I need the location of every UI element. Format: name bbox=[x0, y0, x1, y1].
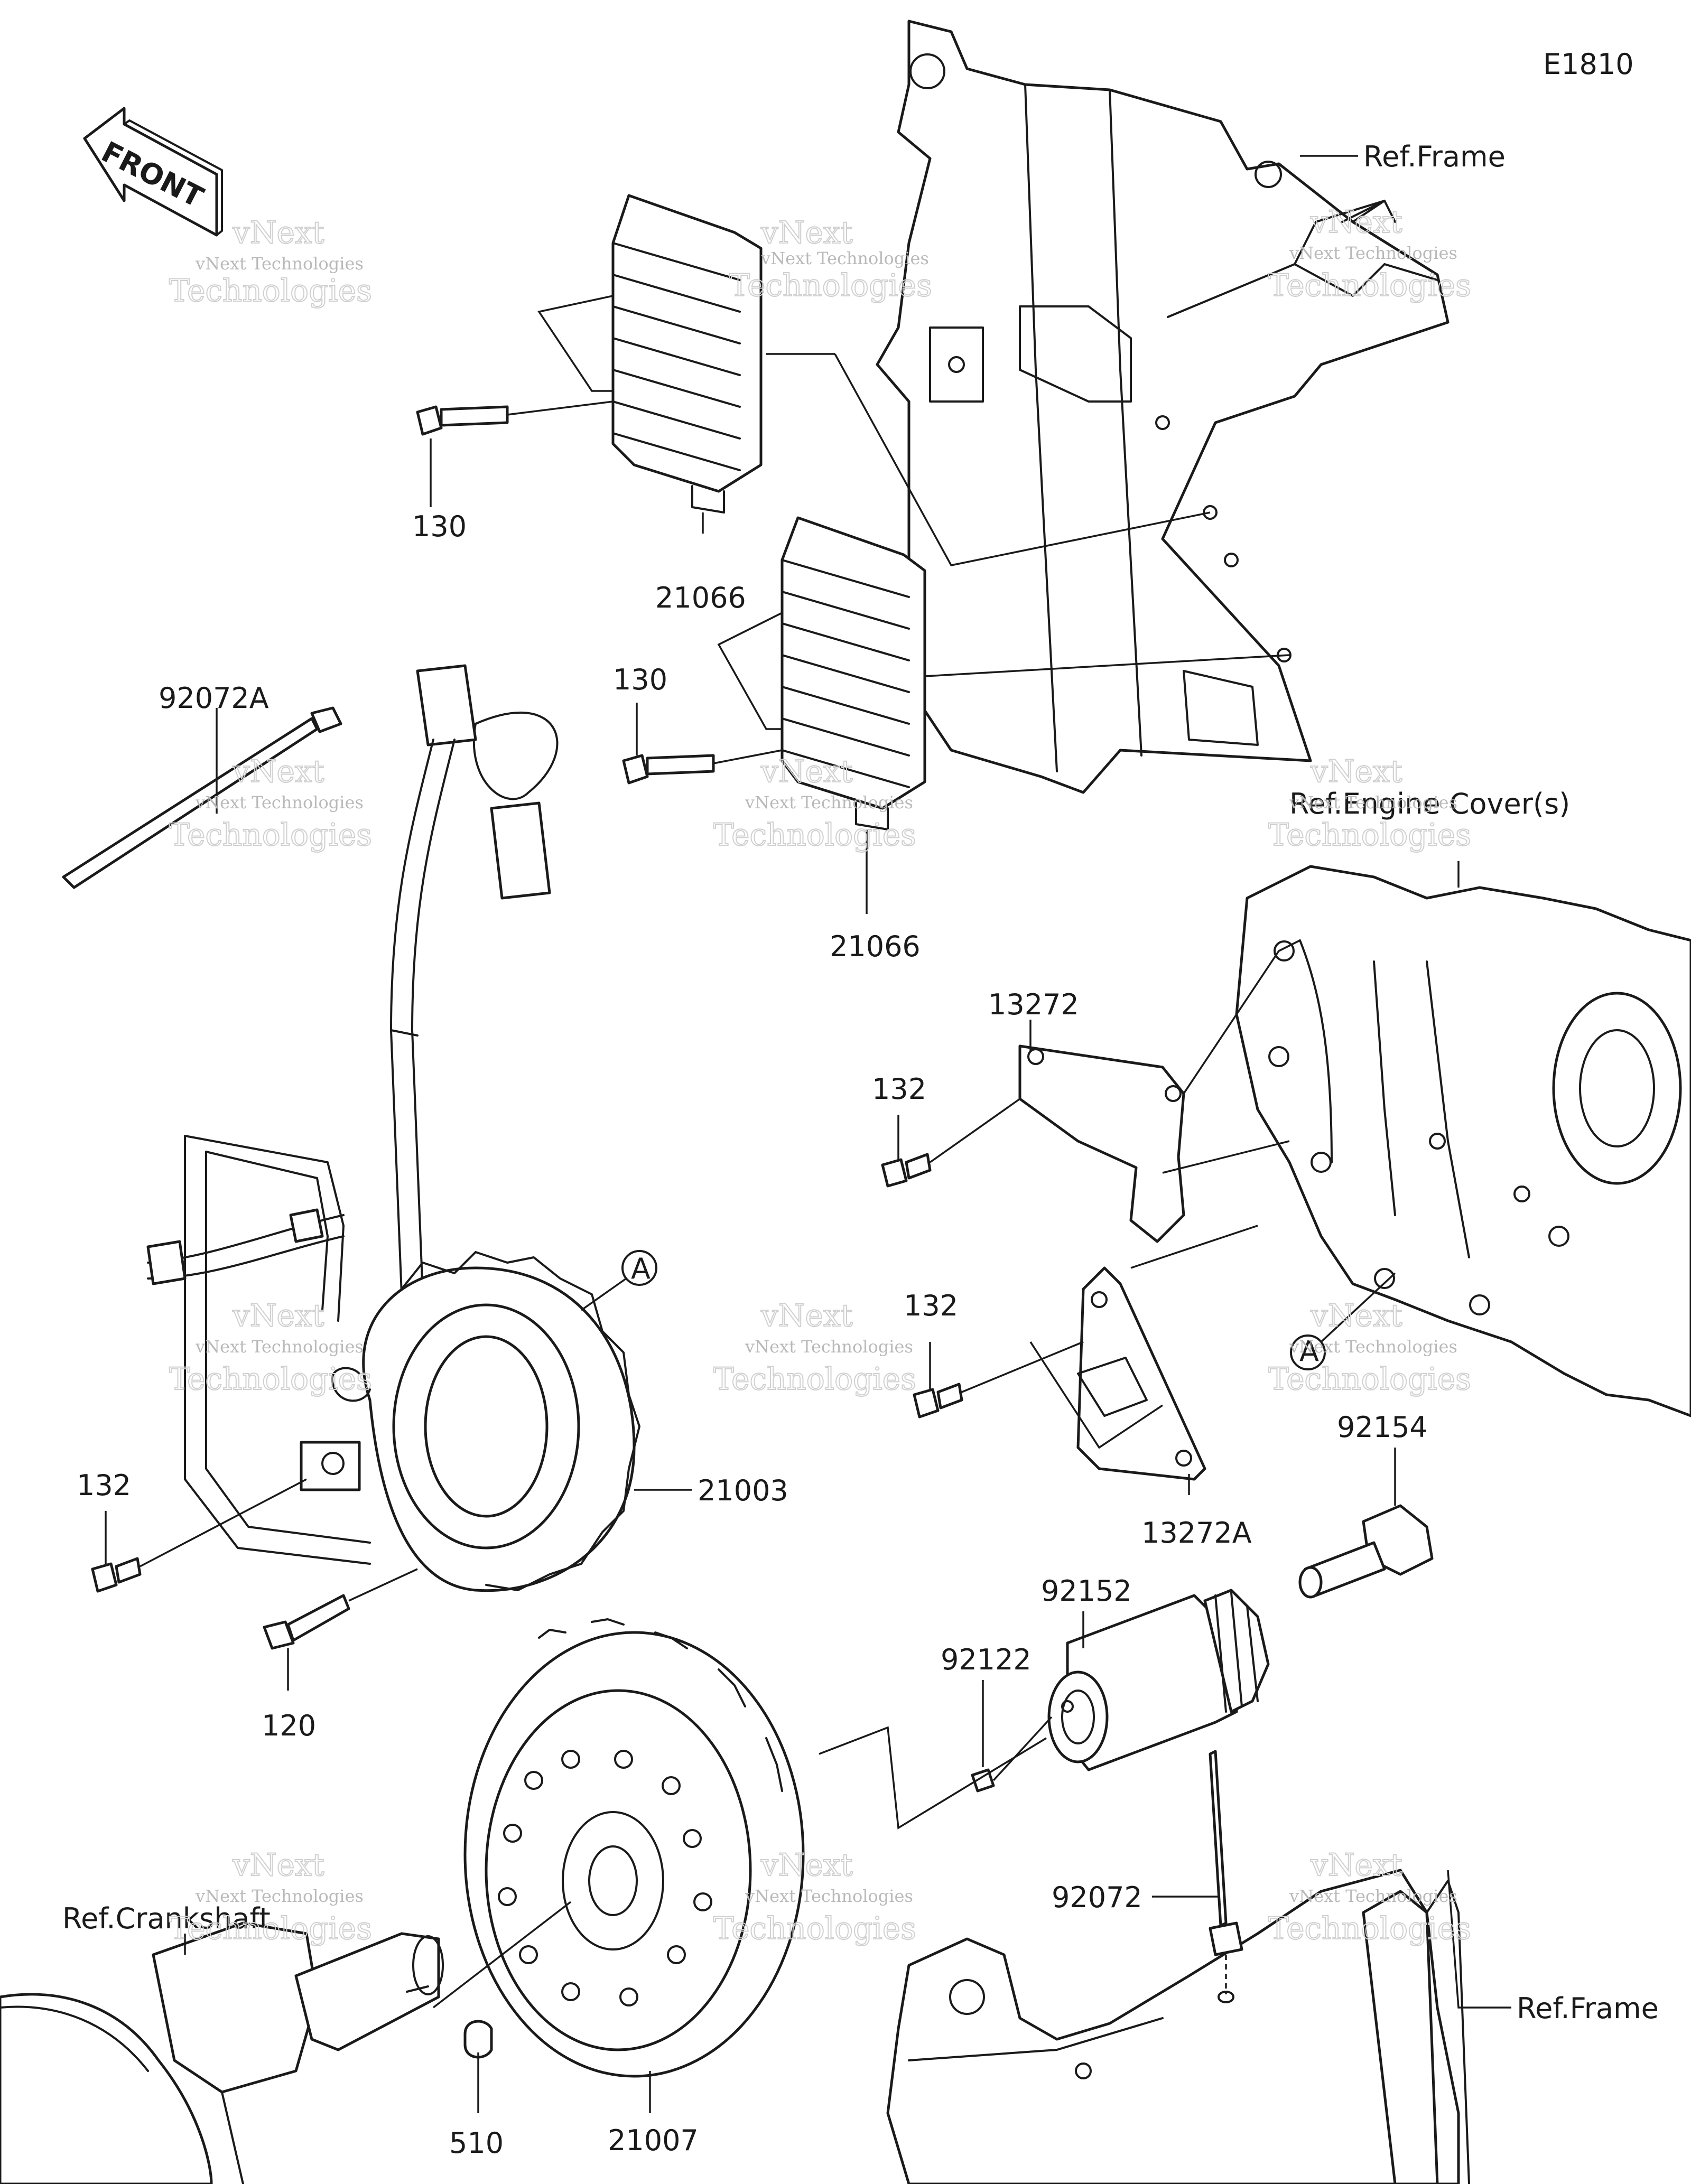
plate-13272A bbox=[1076, 1266, 1206, 1481]
svg-text:vNext: vNext bbox=[1310, 753, 1402, 789]
ref-frame-top: Ref.Frame bbox=[1363, 140, 1506, 173]
watermark-2: vNext vNext Technologies Technologies bbox=[729, 214, 933, 304]
ref-frame-bottom: Ref.Frame bbox=[1517, 1992, 1659, 2025]
part-13272A: 13272A bbox=[1141, 1516, 1252, 1550]
front-arrow-icon: FRONT bbox=[83, 107, 223, 237]
watermark-7: vNext vNext Technologies Technologies bbox=[169, 1297, 373, 1397]
shaft-92152 bbox=[1047, 1589, 1270, 1771]
svg-text:Technologies: Technologies bbox=[169, 1910, 372, 1946]
key-510 bbox=[463, 2020, 493, 2059]
frame-bottom bbox=[886, 1869, 1470, 2184]
watermark-9: vNext vNext Technologies Technologies bbox=[1268, 1297, 1472, 1397]
svg-text:Technologies: Technologies bbox=[1268, 1361, 1471, 1397]
cable-tie-92072 bbox=[1209, 1750, 1243, 2003]
svg-text:vNext Technologies: vNext Technologies bbox=[1289, 1337, 1457, 1357]
svg-text:vNext: vNext bbox=[760, 753, 853, 789]
svg-text:vNext Technologies: vNext Technologies bbox=[195, 254, 364, 274]
watermark-8: vNext vNext Technologies Technologies bbox=[713, 1297, 917, 1397]
stator-21003 bbox=[300, 1251, 640, 1592]
part-510: 510 bbox=[449, 2126, 504, 2160]
bolt-92154 bbox=[1298, 1504, 1434, 1599]
regulator-upper bbox=[611, 194, 763, 514]
svg-text:vNext Technologies: vNext Technologies bbox=[1289, 792, 1457, 813]
svg-text:vNext: vNext bbox=[232, 214, 324, 250]
stator-harness bbox=[146, 664, 559, 1565]
screw-120 bbox=[263, 1594, 350, 1650]
svg-text:Technologies: Technologies bbox=[169, 817, 372, 853]
callout-a-stator: A bbox=[631, 1252, 651, 1285]
part-130-lower: 130 bbox=[613, 663, 667, 696]
watermark-5: vNext vNext Technologies Technologies bbox=[713, 753, 917, 853]
svg-text:vNext Technologies: vNext Technologies bbox=[1289, 1886, 1457, 1906]
svg-text:vNext Technologies: vNext Technologies bbox=[760, 248, 929, 268]
part-92154: 92154 bbox=[1337, 1411, 1428, 1444]
svg-text:vNext: vNext bbox=[232, 1298, 324, 1333]
callout-a-cover: A bbox=[1299, 1334, 1319, 1368]
part-132-plate: 132 bbox=[872, 1072, 926, 1106]
cable-tie-92072A bbox=[62, 706, 342, 889]
svg-text:vNext: vNext bbox=[232, 753, 324, 789]
part-120: 120 bbox=[262, 1709, 316, 1742]
rotor-21007 bbox=[463, 1618, 805, 2078]
part-92072A: 92072A bbox=[159, 682, 269, 715]
part-21066-upper: 21066 bbox=[655, 581, 746, 614]
svg-text:Technologies: Technologies bbox=[169, 273, 372, 309]
bolt-132-stator bbox=[91, 1557, 142, 1593]
svg-text:vNext: vNext bbox=[760, 1847, 853, 1883]
svg-text:Technologies: Technologies bbox=[713, 817, 916, 853]
svg-text:Technologies: Technologies bbox=[1268, 817, 1471, 853]
regulator-lower bbox=[781, 516, 926, 830]
ref-engine-cover: Ref.Engine Cover(s) bbox=[1289, 787, 1570, 820]
svg-text:Technologies: Technologies bbox=[729, 267, 932, 303]
engine-cover bbox=[1235, 865, 1691, 1417]
part-132-stator: 132 bbox=[77, 1469, 131, 1502]
svg-text:vNext: vNext bbox=[1310, 1847, 1402, 1883]
diagram-code: E1810 bbox=[1543, 48, 1634, 81]
ref-crankshaft: Ref.Crankshaft bbox=[62, 1902, 271, 1935]
svg-text:Technologies: Technologies bbox=[713, 1361, 916, 1397]
svg-text:Technologies: Technologies bbox=[169, 1361, 372, 1397]
svg-text:vNext Technologies: vNext Technologies bbox=[195, 792, 364, 813]
watermark-6: vNext vNext Technologies Technologies bbox=[1268, 753, 1472, 853]
svg-text:Technologies: Technologies bbox=[1268, 267, 1471, 303]
part-130-upper: 130 bbox=[412, 510, 467, 543]
bolt-132-plate-a bbox=[913, 1383, 963, 1418]
svg-text:vNext: vNext bbox=[232, 1847, 324, 1883]
part-21007: 21007 bbox=[608, 2124, 699, 2157]
plate-13272 bbox=[1018, 1044, 1185, 1243]
part-92072: 92072 bbox=[1052, 1881, 1142, 1914]
frame-top bbox=[876, 20, 1450, 794]
svg-text:vNext Technologies: vNext Technologies bbox=[745, 792, 913, 813]
svg-text:vNext: vNext bbox=[1310, 1298, 1402, 1333]
svg-text:vNext: vNext bbox=[1310, 204, 1402, 240]
svg-text:vNext Technologies: vNext Technologies bbox=[745, 1886, 913, 1906]
watermark-10: vNext vNext Technologies Technologies bbox=[169, 1846, 373, 1947]
svg-text:Technologies: Technologies bbox=[1268, 1910, 1471, 1946]
svg-text:vNext: vNext bbox=[760, 214, 853, 250]
svg-text:vNext Technologies: vNext Technologies bbox=[195, 1337, 364, 1357]
part-132-plate-a: 132 bbox=[904, 1289, 958, 1322]
part-13272: 13272 bbox=[988, 988, 1079, 1021]
crankshaft bbox=[0, 1921, 444, 2184]
watermark-12: vNext vNext Technologies Technologies bbox=[1268, 1846, 1472, 1947]
part-21003: 21003 bbox=[698, 1474, 788, 1507]
watermark-1: vNext vNext Technologies Technologies bbox=[169, 214, 373, 309]
svg-text:vNext Technologies: vNext Technologies bbox=[195, 1886, 364, 1906]
part-92152: 92152 bbox=[1041, 1574, 1132, 1608]
svg-text:vNext Technologies: vNext Technologies bbox=[745, 1337, 913, 1357]
part-92122: 92122 bbox=[941, 1643, 1032, 1676]
bolt-130-lower bbox=[622, 754, 715, 785]
watermark-11: vNext vNext Technologies Technologies bbox=[713, 1846, 917, 1947]
part-21066-lower: 21066 bbox=[830, 930, 921, 963]
svg-text:vNext: vNext bbox=[760, 1298, 853, 1333]
bolt-130-upper bbox=[416, 405, 509, 436]
svg-text:vNext Technologies: vNext Technologies bbox=[1289, 243, 1457, 263]
watermark-4: vNext vNext Technologies Technologies bbox=[169, 753, 373, 853]
svg-text:Technologies: Technologies bbox=[713, 1910, 916, 1946]
pin-92122 bbox=[971, 1768, 995, 1793]
watermark-3: vNext vNext Technologies Technologies bbox=[1268, 203, 1472, 304]
bolt-132-plate bbox=[881, 1153, 932, 1188]
